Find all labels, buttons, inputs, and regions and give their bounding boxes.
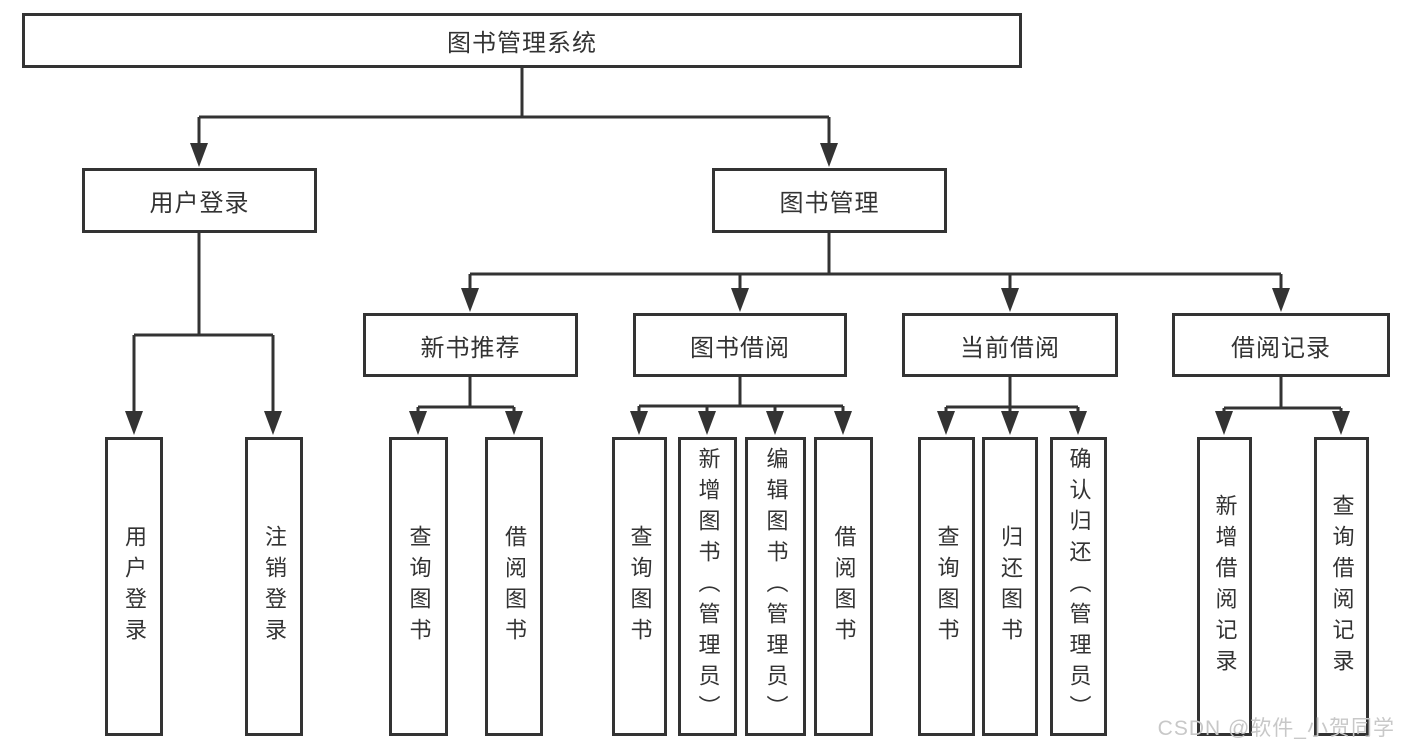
node-book-management: 图书管理: [712, 168, 947, 233]
leaf-borrowing-query-books: 查询图书: [612, 437, 667, 736]
node-label: 图书借阅: [690, 334, 790, 362]
connector-records-to-leaves: [1222, 377, 1343, 414]
leaf-label: 借阅图书: [831, 524, 857, 649]
leaf-borrowing-borrow-books: 借阅图书: [814, 437, 873, 736]
leaf-label: 新增图书（管理员）: [695, 447, 721, 726]
leaf-label: 确认归还（管理员）: [1066, 447, 1092, 726]
node-label: 新书推荐: [420, 334, 521, 362]
leaf-label: 查询借阅记录: [1329, 493, 1355, 680]
arrowheads-leaves: [125, 411, 1350, 435]
connector-currentborrow-to-leaves: [944, 377, 1080, 414]
leaf-label: 用户登录: [122, 524, 147, 649]
leaf-label: 借阅图书: [502, 524, 527, 649]
leaf-current-return-books: 归还图书: [982, 437, 1038, 736]
connector-root-to-level2: [197, 67, 831, 146]
node-label: 图书管理系统: [447, 30, 597, 57]
node-current-borrowing: 当前借阅: [902, 313, 1118, 377]
leaf-label: 查询图书: [627, 524, 653, 649]
leaf-label: 归还图书: [998, 524, 1023, 649]
leaf-user-login: 用户登录: [105, 437, 163, 736]
node-book-borrowing: 图书借阅: [633, 313, 847, 377]
csdn-watermark: CSDN @软件_小贺同学: [1157, 717, 1395, 740]
leaf-borrowing-add-books-admin: 新增图书（管理员）: [678, 437, 737, 736]
node-new-book-recommend: 新书推荐: [363, 313, 578, 377]
node-label: 借阅记录: [1231, 334, 1331, 362]
leaf-records-add-record: 新增借阅记录: [1197, 437, 1252, 736]
arrowheads-level3: [461, 288, 1290, 312]
leaf-label: 查询图书: [406, 524, 432, 649]
leaf-label: 新增借阅记录: [1212, 493, 1238, 680]
connector-bookmgmt-to-level3: [468, 233, 1283, 291]
leaf-borrowing-edit-books-admin: 编辑图书（管理员）: [745, 437, 806, 736]
connector-bookborrow-to-leaves: [637, 377, 845, 414]
leaf-newbooks-query-books: 查询图书: [389, 437, 448, 736]
leaf-label: 编辑图书（管理员）: [763, 447, 789, 726]
leaf-current-confirm-return-admin: 确认归还（管理员）: [1050, 437, 1107, 736]
node-label: 用户登录: [149, 190, 250, 217]
connector-newbooks-to-leaves: [416, 377, 516, 414]
node-user-login: 用户登录: [82, 168, 317, 233]
leaf-label: 查询图书: [934, 524, 960, 649]
leaf-label: 注销登录: [262, 524, 287, 649]
node-library-management-system: 图书管理系统: [22, 13, 1022, 68]
leaf-current-query-books: 查询图书: [918, 437, 975, 736]
node-borrowing-records: 借阅记录: [1172, 313, 1390, 377]
leaf-records-query-record: 查询借阅记录: [1314, 437, 1369, 736]
arrowheads-level2: [190, 143, 838, 167]
connector-userlogin-to-leaves: [132, 233, 275, 414]
leaf-newbooks-borrow-books: 借阅图书: [485, 437, 543, 736]
node-label: 图书管理: [779, 190, 880, 217]
leaf-logout-login: 注销登录: [245, 437, 303, 736]
node-label: 当前借阅: [960, 334, 1060, 362]
